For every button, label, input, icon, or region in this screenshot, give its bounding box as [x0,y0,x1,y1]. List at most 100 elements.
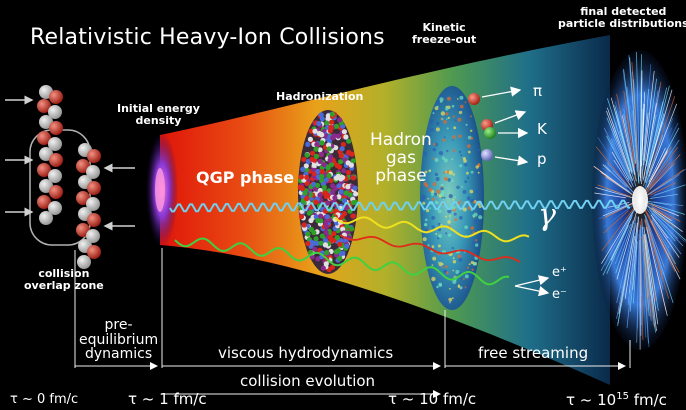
freezeout-speck [443,136,446,139]
freezeout-speck [443,196,446,199]
detector-track [643,70,655,166]
hadron-dot [311,162,317,168]
detector-track [641,112,649,185]
freezeout-speck [452,257,455,260]
detector-track [640,224,647,338]
freezeout-speck [440,183,444,188]
hadron-dot [318,213,324,219]
detector-track [645,134,664,184]
freezeout-speck [463,104,466,107]
detector-track [650,220,681,280]
detector-track [645,118,674,187]
freezeout-speck [460,277,463,280]
freezeout-speck [475,239,478,242]
freezeout-speck [478,205,482,209]
detector-track [606,225,629,274]
freezeout-speck [432,256,437,261]
detector-track [652,211,686,241]
freezeout-speck [464,101,467,104]
freezeout-speck [475,189,480,194]
freezeout-speck [440,223,443,226]
hadron-dot [324,250,330,256]
freezeout-speck [465,123,468,126]
hadron-dot [345,169,352,176]
hadron-dot [323,229,329,235]
freezeout-speck [453,212,457,216]
freezeout-speck [441,185,444,188]
hadron-dot [319,151,325,157]
detector-track [610,138,634,185]
detector-track [647,139,680,188]
hadron-dot [340,250,346,256]
detector-track [606,107,631,172]
photon-wave [169,199,630,213]
freezeout-speck [435,177,440,181]
freezeout-speck [442,138,446,142]
freezeout-speck [445,300,450,305]
freezeout-speck [432,112,435,115]
freezeout-speck [443,158,448,163]
detector-track [615,111,633,173]
detector-track [604,173,633,195]
freezeout-speck [451,179,454,183]
freezeout-speck [444,265,448,269]
freezeout-speck [457,117,462,122]
hadron-dot [343,190,349,196]
detector-track [641,228,650,348]
hadron-dot [323,177,329,183]
freezeout-speck [440,186,444,191]
detector-track [626,217,639,328]
hadron-dot [336,183,342,189]
freezeout-speck [464,163,468,167]
hadron-dot [340,141,346,148]
freezeout-speck [436,105,439,108]
detector-track [627,232,637,290]
detector-track [647,223,667,282]
detector-track [644,209,676,272]
freezeout-speck [428,134,431,137]
hadron-dot [314,142,320,148]
detector-track [640,225,642,297]
freezeout-speck [452,115,455,118]
freezeout-speck [434,200,439,205]
freezeout-speck [435,233,438,235]
freezeout-speck [426,252,429,255]
hadron-dot [334,235,340,241]
electron-label: e⁻ [552,287,567,302]
detector-track [619,111,634,171]
freezeout-speck [462,287,466,291]
freezeout-speck [435,127,440,132]
hadron-dot [350,158,356,164]
freezeout-speck [470,129,473,132]
hadron-dot [319,233,325,239]
freezeout-speck [427,244,430,247]
detector-track [647,200,672,206]
freezeout-speck [447,220,451,224]
freezeout-speck [461,185,464,188]
freezeout-speck [451,158,454,161]
freezeout-speck [473,219,479,224]
freezeout-speck [452,135,456,139]
freezeout-speck [458,134,462,138]
hadron-dot [340,226,346,232]
freezeout-speck [440,118,443,121]
hadron-dot [337,256,343,262]
hadron-dot [307,136,313,142]
detector-track [644,78,657,162]
freezeout-speck [457,254,462,259]
detector-track [642,88,649,161]
freezeout-speck [462,207,467,212]
detector-track [606,135,630,180]
freezeout-speck [431,245,435,249]
freezeout-speck [431,216,435,220]
detector-track [644,201,670,212]
time-label-0: τ ~ 0 fm/c [10,392,79,407]
freezeout-speck [452,198,455,201]
freezeout-speck [460,154,463,157]
detector-track [640,108,643,174]
hadron-dot [350,175,356,181]
freezeout-speck [466,266,470,269]
hadron-dot [308,226,314,233]
hadron-dot [301,156,307,162]
freezeout-speck [423,181,428,186]
